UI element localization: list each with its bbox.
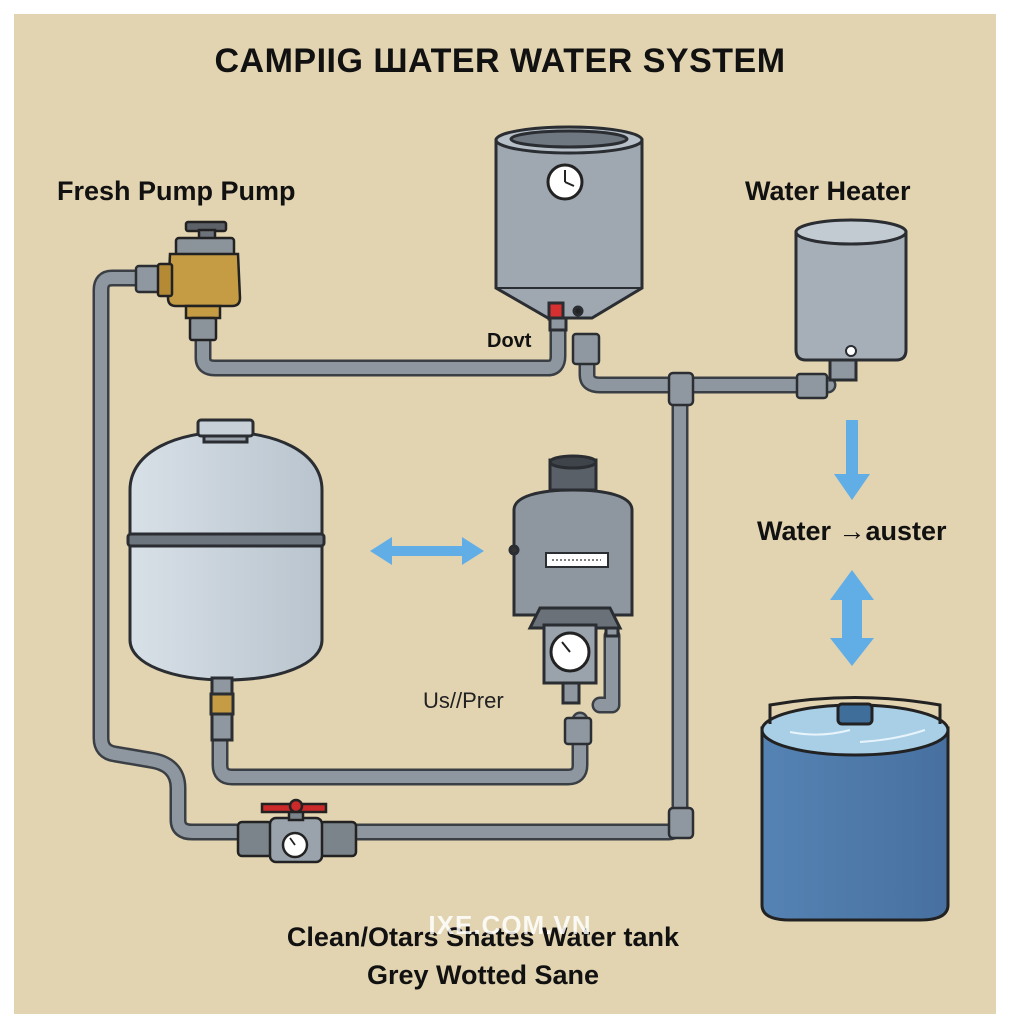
label-clean-tank: Clean/Otars Shates Water tank <box>286 922 680 952</box>
water-heater <box>794 218 908 382</box>
label-water-auster: Water →auster <box>757 516 947 546</box>
shutoff-valve <box>236 798 358 864</box>
valve-gauge-icon <box>281 831 309 859</box>
label-us-prer: Us//Prer <box>423 688 504 713</box>
label-water-heater: Water Heater <box>745 176 911 206</box>
arrow-bidirectional-horizontal <box>370 537 484 565</box>
label-dovt: Dovt <box>487 330 532 352</box>
label-fresh-pump: Fresh Pump Pump <box>57 176 296 206</box>
page-title: CAMPIIG ШATER WATER SYSTEM <box>214 42 786 80</box>
watermark: IXE.COM.VN <box>428 910 592 940</box>
hot-water-tank <box>494 125 644 332</box>
fresh-water-tank <box>126 418 326 742</box>
pipe-fittings <box>134 264 829 840</box>
grey-water-tank <box>760 696 950 922</box>
arrow-down <box>834 420 870 500</box>
clock-icon <box>546 163 584 201</box>
pressure-gauge-icon <box>549 631 591 673</box>
arrow-bidirectional-vertical <box>830 570 874 666</box>
fresh-pump <box>156 220 242 342</box>
label-grey-tank: Grey Wotted Sane <box>366 960 600 990</box>
